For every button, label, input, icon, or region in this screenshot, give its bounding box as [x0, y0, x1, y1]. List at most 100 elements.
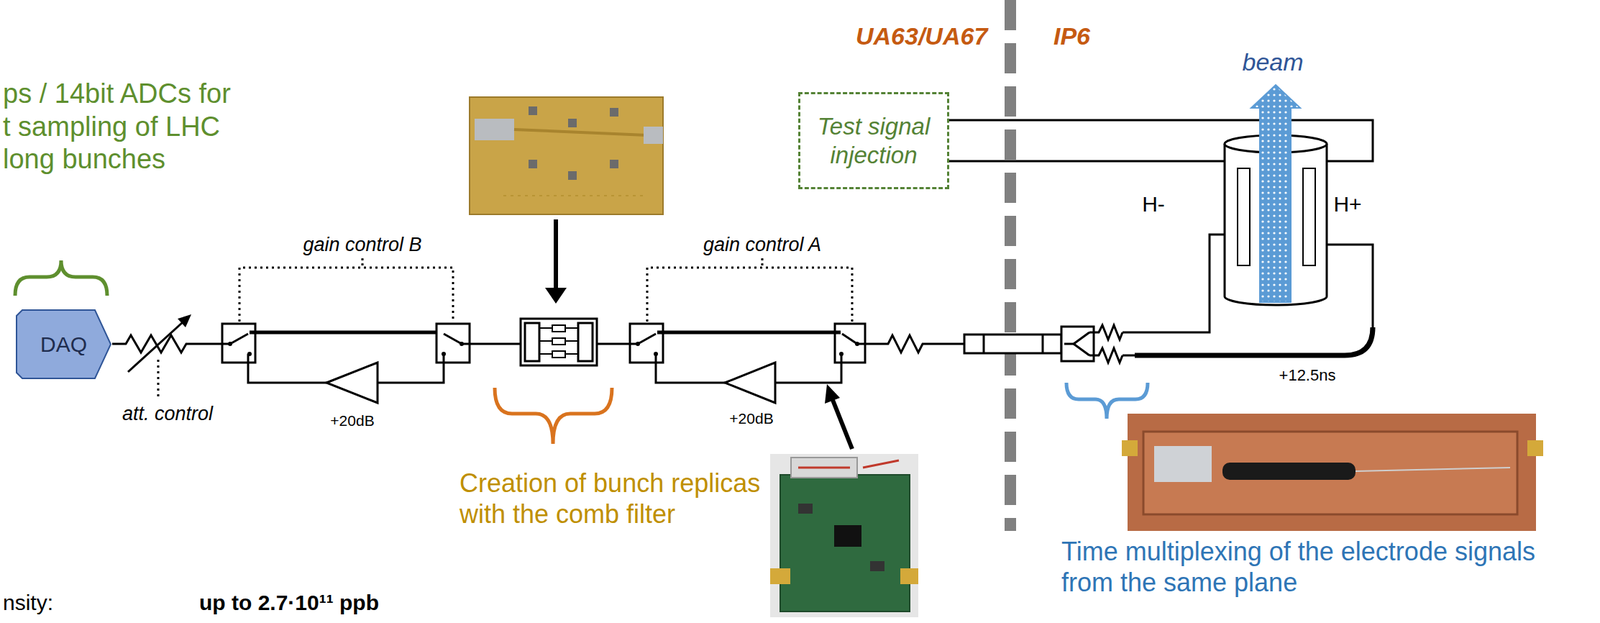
schematic-art — [839, 351, 844, 356]
attenuator-arrow-head — [177, 314, 192, 328]
zone-label: IP6 — [1053, 21, 1091, 52]
rf-switch — [637, 333, 656, 344]
resistor-symbol — [1093, 348, 1123, 363]
control-line — [761, 258, 764, 268]
control-bracket — [647, 267, 853, 322]
rf-switch — [629, 323, 664, 363]
amplifier-symbol — [326, 362, 378, 403]
gain-board-photo — [834, 524, 862, 547]
multiplexer-photo — [1127, 413, 1536, 531]
attenuator-arrow — [128, 322, 183, 372]
comb-filter-photo — [609, 107, 619, 117]
schematic-art — [227, 341, 233, 346]
block-label: DAQ — [40, 331, 88, 358]
resistor-symbol — [865, 335, 965, 353]
pointer-arrow — [553, 219, 559, 290]
rf-switch — [222, 323, 256, 363]
electrode-wire — [1122, 354, 1137, 357]
pointer-arrow-head — [545, 287, 567, 304]
gain-board-photo — [900, 568, 919, 584]
control-bracket — [239, 267, 454, 322]
comb-filter-photo — [474, 118, 515, 141]
signal-combiner — [1061, 326, 1094, 361]
cable-connector — [964, 334, 1062, 354]
gain-board-photo — [770, 568, 791, 584]
amplifier-symbol — [724, 362, 776, 403]
comb-filter-photo — [469, 97, 664, 215]
test-line — [949, 160, 1225, 163]
control-line — [361, 258, 364, 268]
resistor-symbol — [1093, 325, 1123, 340]
rf-switch — [436, 323, 470, 363]
pickup-cylinder — [1303, 168, 1316, 266]
zone-label: UA63/UA67 — [855, 21, 988, 52]
multiplexer-photo — [1143, 431, 1518, 515]
comb-filter — [552, 337, 566, 345]
adc-note: ps / 14bit ADCs for t sampling of LHC lo… — [2, 77, 242, 177]
rf-switch — [377, 323, 470, 383]
gain-board-photo — [791, 457, 858, 478]
comb-filter-photo — [609, 159, 619, 169]
orange-brace — [494, 387, 612, 444]
box-label: Test signal injection — [811, 112, 937, 169]
comb-filter-photo — [528, 159, 538, 169]
blue-brace — [1066, 382, 1148, 419]
green-brace — [15, 260, 108, 296]
gain-board-photo — [770, 453, 919, 617]
schematic-art — [635, 341, 640, 346]
gain-board-photo — [770, 453, 919, 617]
control-label: gain control B — [302, 232, 422, 256]
variable-attenuator — [112, 335, 223, 353]
daq-block: DAQ — [15, 308, 113, 380]
multiplexer-photo — [1154, 445, 1212, 482]
comb-filter — [524, 322, 540, 361]
gain-board-photo — [870, 560, 885, 571]
gain-board-photo — [798, 466, 850, 469]
gain-board-photo — [798, 503, 813, 514]
delay-label: +12.5ns — [1279, 366, 1337, 385]
rf-switch — [775, 353, 842, 383]
rf-switch — [834, 323, 866, 363]
schematic-art — [855, 341, 860, 346]
multiplexer-photo — [1121, 440, 1138, 456]
rf-switch — [248, 353, 327, 383]
rf-switch — [657, 330, 841, 335]
rf-switch — [230, 333, 249, 344]
multiplexer-photo — [1121, 413, 1544, 531]
control-line — [157, 359, 160, 397]
signal-combiner — [1089, 331, 1094, 334]
multiplexer-photo — [1222, 462, 1356, 480]
test-signal-box: Test signal injection — [798, 92, 950, 190]
comb-filter — [539, 327, 579, 354]
control-label: gain control A — [703, 232, 822, 256]
comb-filter-photo — [643, 126, 664, 144]
signal-combiner — [1089, 354, 1094, 357]
schematic-art — [247, 351, 252, 356]
comb-filter — [578, 322, 593, 361]
rf-switch — [842, 333, 858, 344]
schematic-art — [459, 341, 464, 346]
signal-combiner — [1061, 326, 1094, 361]
wire — [596, 343, 630, 346]
electrode-wire — [1122, 234, 1238, 333]
pointer-arrow-head — [824, 384, 840, 404]
delay-cable — [1134, 327, 1373, 356]
intensity-value: up to 2.7·10¹¹ ppb — [199, 589, 379, 616]
comb-caption: Creation of bunch replicas with the comb… — [459, 467, 776, 530]
multiplexer-photo — [1355, 467, 1511, 472]
rf-switch — [775, 323, 866, 383]
cable-connector — [1041, 334, 1045, 354]
gain-value: +20dB — [729, 409, 774, 428]
rf-switch — [222, 323, 437, 383]
multiplexing-caption: Time multiplexing of the electrode signa… — [1061, 535, 1558, 598]
comb-filter-photo — [503, 194, 648, 197]
comb-filter-photo — [568, 118, 577, 128]
multiplexer-photo — [1527, 440, 1544, 456]
rf-switch — [655, 353, 725, 383]
comb-filter-photo — [514, 129, 648, 136]
signal-combiner — [1073, 332, 1090, 344]
comb-filter — [520, 318, 597, 366]
wire — [469, 343, 521, 346]
rf-switch — [249, 330, 437, 335]
